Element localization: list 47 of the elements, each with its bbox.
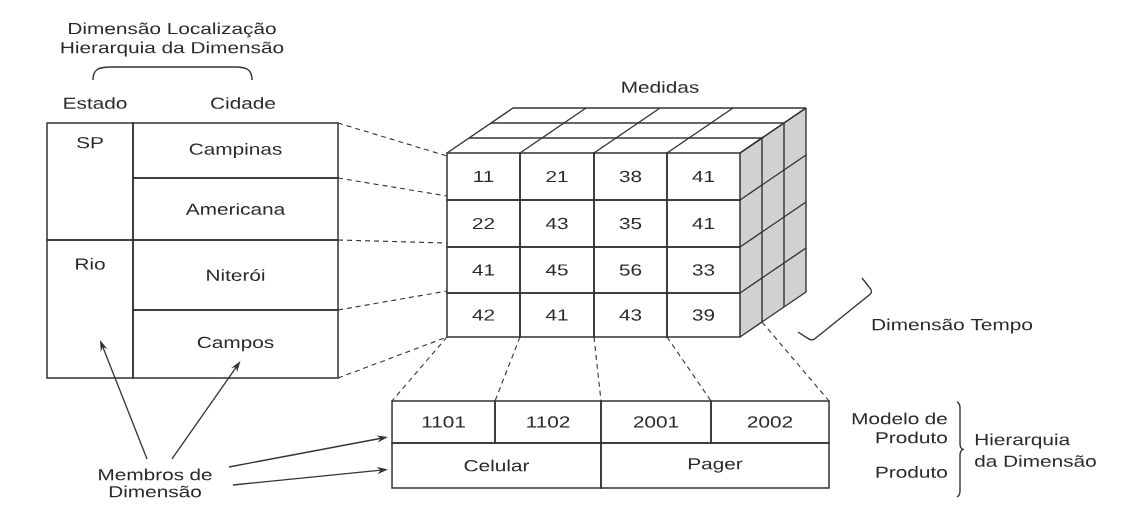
table-cell: 2002 <box>710 400 830 444</box>
table-cell: Campos <box>132 309 339 379</box>
cube-cell: 41 <box>519 292 595 338</box>
projection-line <box>337 122 448 157</box>
cube-cell: 22 <box>446 199 521 248</box>
label: da Dimensão <box>975 455 1096 467</box>
label: Dimensão Localização <box>69 22 276 38</box>
annotation-text: Membros de Dimensão <box>99 468 212 498</box>
cube-cell: 41 <box>666 152 741 201</box>
table-cell: 1102 <box>494 400 602 444</box>
cube-cell: 33 <box>666 246 741 294</box>
projection-line <box>593 336 602 402</box>
label: Modelo de Produto <box>852 412 947 444</box>
table-cell: Campinas <box>132 122 339 179</box>
projection-line <box>337 239 448 244</box>
cube-cell: 35 <box>593 199 668 248</box>
cube-cell: 45 <box>519 246 595 294</box>
table-cell: Pager <box>600 442 830 489</box>
label: Dimensão Tempo <box>872 318 1033 334</box>
cube-cell: 43 <box>593 292 668 338</box>
cube-cell: 41 <box>666 199 741 248</box>
table-cell: 1101 <box>391 400 496 444</box>
cube-cell: 38 <box>593 152 668 201</box>
projection-line <box>761 321 830 402</box>
projection-line <box>494 336 521 402</box>
cube-cell: 42 <box>446 292 521 338</box>
cube-cell: 39 <box>666 292 741 338</box>
label: Produto <box>876 466 947 478</box>
table-cell: Rio <box>46 239 134 379</box>
label: Estado <box>64 97 127 109</box>
projection-line <box>666 336 712 402</box>
label: Hierarquia da Dimensão <box>61 41 284 57</box>
label: Hierarquia <box>975 433 1071 449</box>
label: Medidas <box>622 81 699 93</box>
table-cell: Americana <box>132 177 339 241</box>
table-cell: Celular <box>391 442 602 489</box>
cube-cell: 41 <box>446 246 521 294</box>
projection-line <box>337 177 448 197</box>
cube-cell: 21 <box>519 152 595 201</box>
table-cell: Niterói <box>132 239 339 311</box>
cube-cell: 56 <box>593 246 668 294</box>
cube-cell: 11 <box>446 152 521 201</box>
table-cell: SP <box>46 122 134 241</box>
table-cell: 2001 <box>600 400 712 444</box>
cube-cell: 43 <box>519 199 595 248</box>
projection-line <box>337 290 448 311</box>
projection-line <box>391 336 448 402</box>
